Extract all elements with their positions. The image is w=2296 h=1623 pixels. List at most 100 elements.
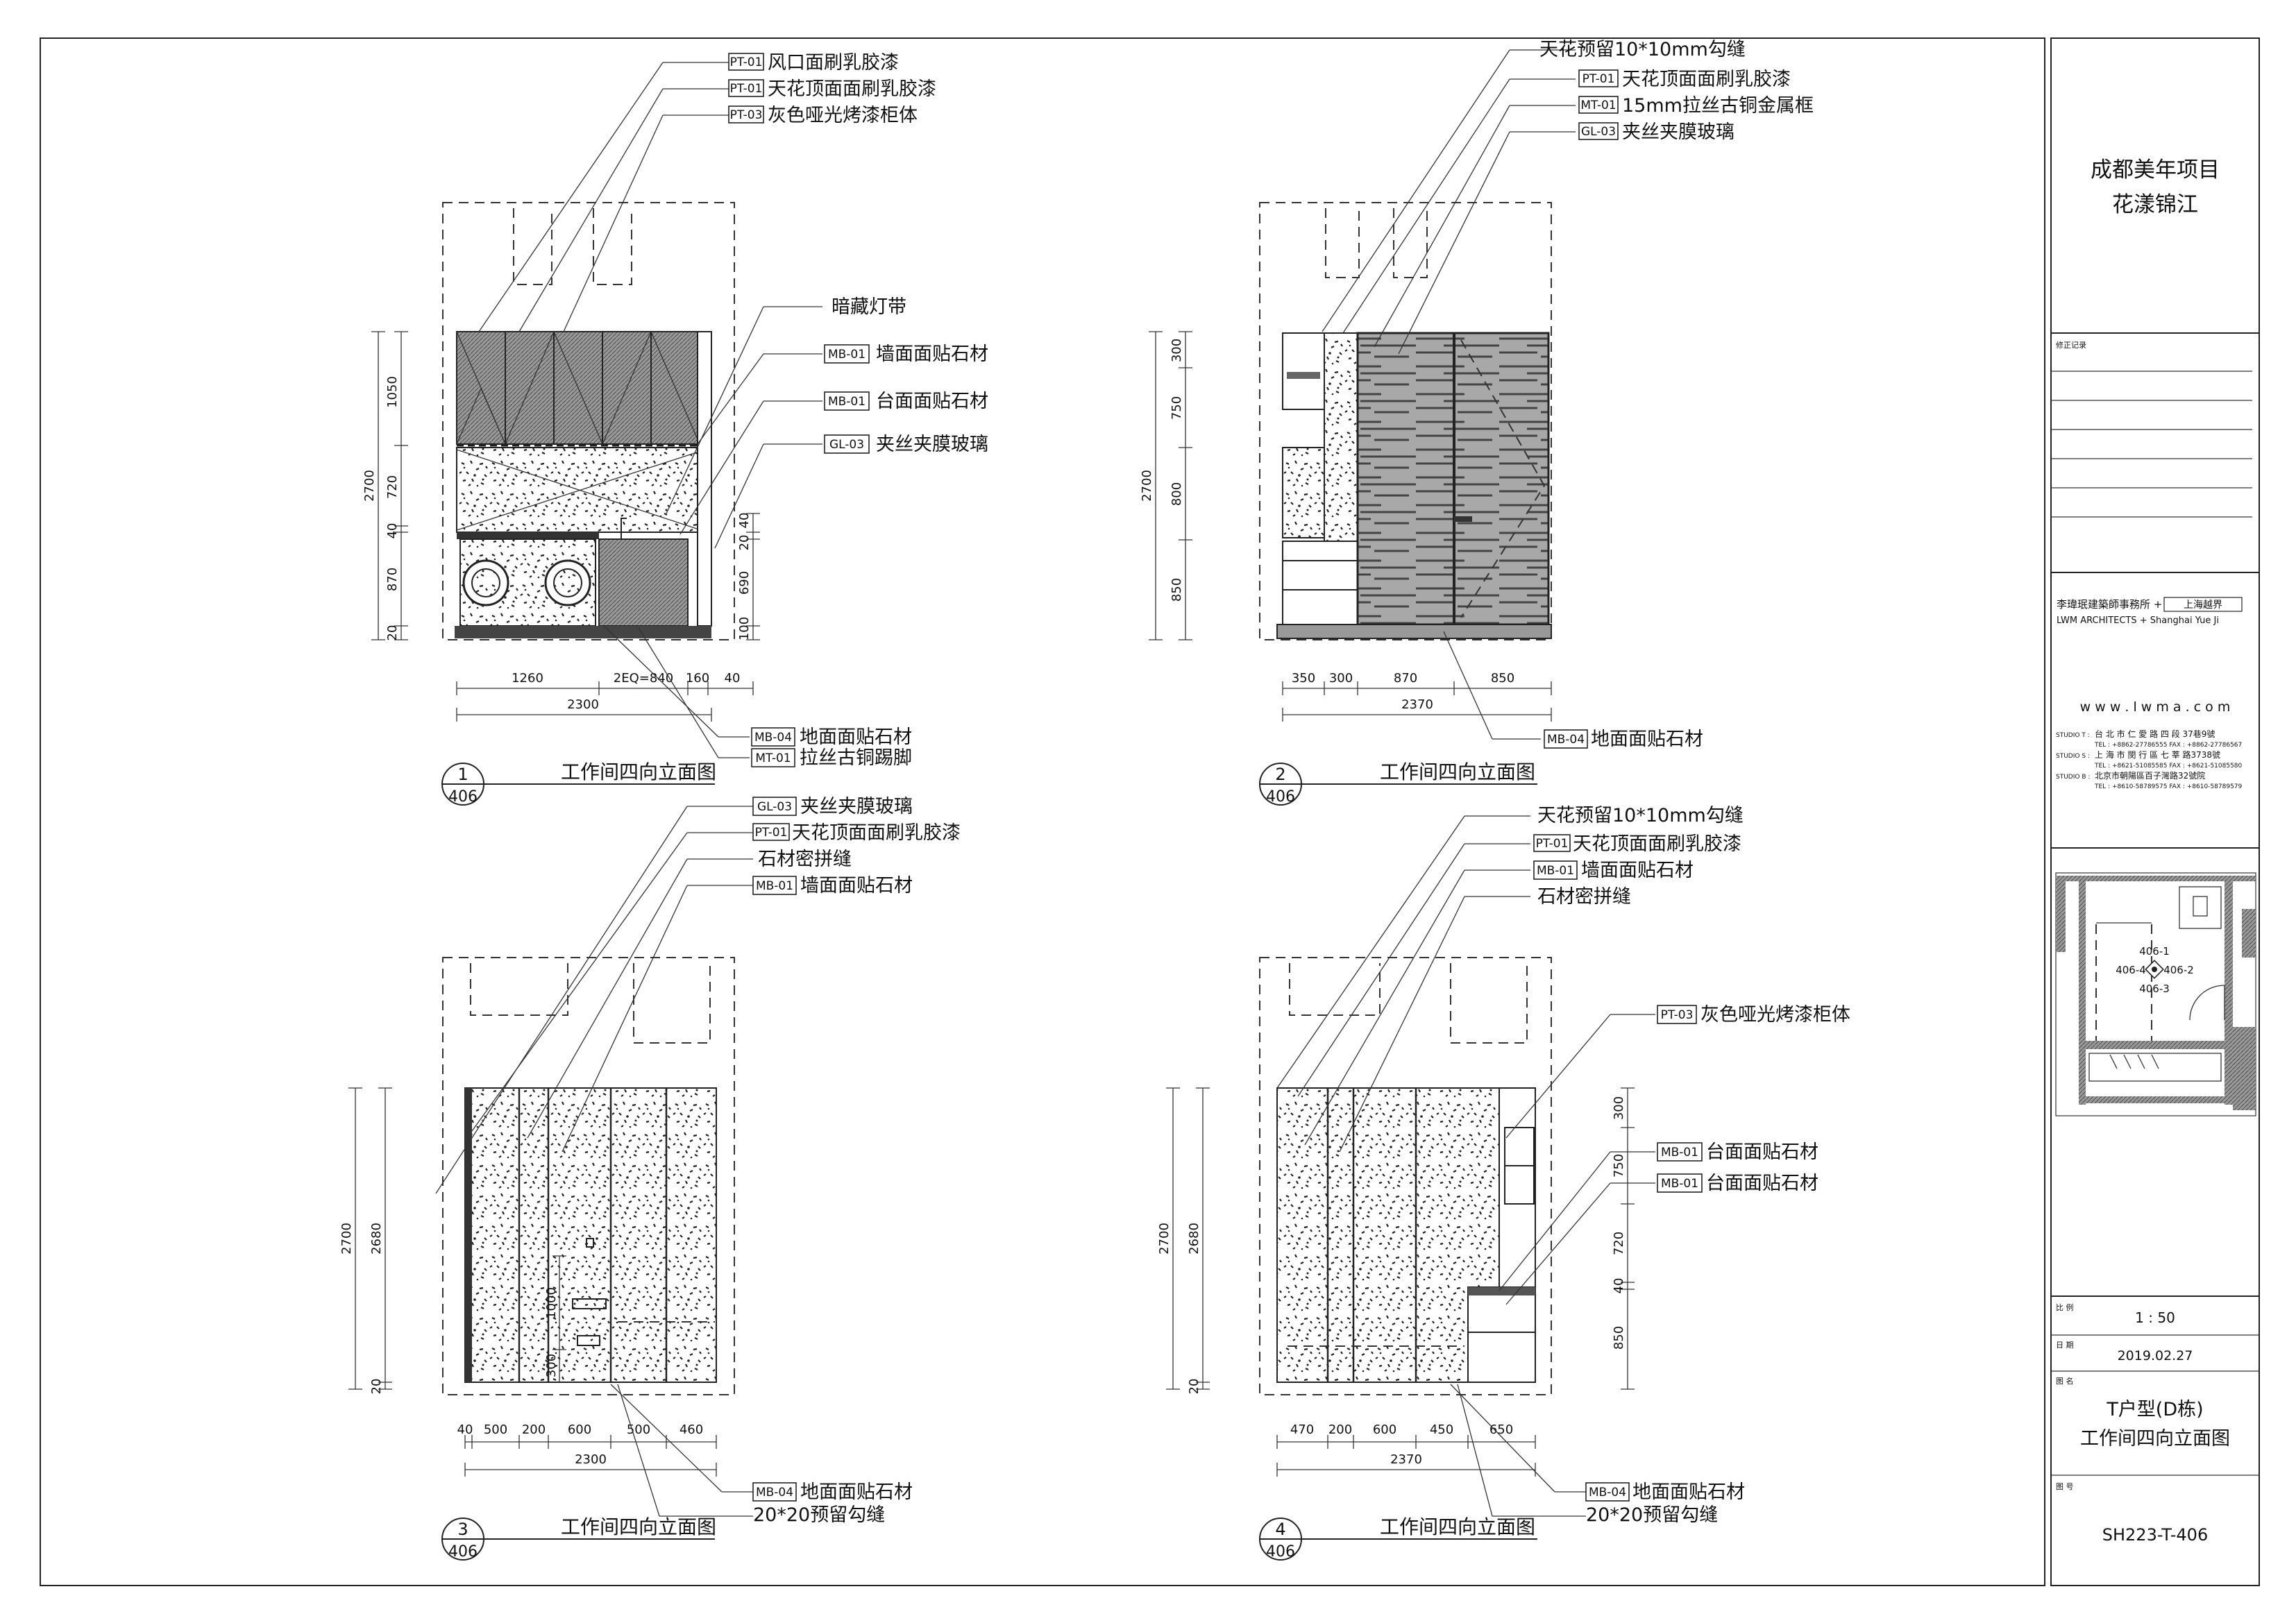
dimension-text: 850 [1170,578,1184,602]
view-label-1: 1 406 工作间四向立面图 [441,760,716,806]
view-number: 2 [1275,765,1285,784]
material-code: MB-01 [1661,1177,1698,1191]
view-label-4: 4 406 工作间四向立面图 [1259,1515,1537,1561]
material-code: MT-01 [1580,99,1616,112]
dimension-text: 2700 [362,470,377,502]
drawing-number: SH223-T-406 [2102,1525,2208,1545]
material-code: MB-01 [1537,864,1574,878]
dimension-text: 720 [1612,1232,1626,1255]
title-block-border [2050,37,2260,1586]
material-note: 地面面贴石材 [1632,1481,1745,1503]
dimension-text: 1000 [544,1287,559,1319]
firm-website: w w w . l w m a . c o m [2080,699,2231,715]
material-note: 石材密拼缝 [758,849,852,870]
drawing-title-label: 图 名 [2056,1376,2074,1386]
material-code: PT-01 [730,82,763,96]
material-code: GL-03 [757,800,792,814]
dimension-text: 720 [385,475,400,499]
studio-contact: TEL : +8621-51085585 FAX : +8621-5108558… [2094,763,2243,770]
material-note: 墙面面贴石材 [876,343,988,365]
dimension-text: 2300 [575,1452,607,1467]
material-code: GL-03 [829,438,864,452]
material-note: 风口面刷乳胶漆 [768,52,899,74]
material-code: MB-01 [828,395,866,409]
dimension-text: 40 [1612,1278,1626,1294]
project-name: 成都美年项目 [2091,158,2220,182]
dimension-text: 2300 [567,697,599,712]
dimension-text: 20 [369,1379,384,1395]
dimension-text: 160 [686,671,709,686]
leader-lines [1276,815,1655,1517]
material-note: 天花顶面面刷乳胶漆 [792,822,961,844]
revision-lines [2051,371,2252,518]
view-title: 工作间四向立面图 [561,760,716,783]
view-number: 3 [457,1520,468,1539]
dimension-text: 600 [1373,1422,1396,1437]
partner-tag-box [2163,597,2243,612]
material-note: 地面面贴石材 [1591,729,1703,750]
elevation-view-4: 2700 2680 20 300 750 720 40 850 470 200 … [1157,805,1850,1561]
date-value: 2019.02.27 [2118,1348,2193,1363]
material-tags: GL-03 夹丝夹膜玻璃 PT-01 天花顶面面刷乳胶漆 石材密拼缝 MB-01… [752,796,961,1526]
dimension-text: 450 [1430,1422,1453,1437]
material-note: 天花顶面面刷乳胶漆 [1573,833,1741,855]
material-note: 20*20预留勾缝 [1586,1504,1718,1526]
material-note: 暗藏灯带 [832,296,906,318]
dimension-text: 750 [1170,396,1184,420]
studio-contact: TEL : +8862-27786555 FAX : +8862-2778656… [2094,742,2242,749]
material-tags: PT-01 风口面刷乳胶漆 PT-01 天花顶面面刷乳胶漆 PT-03 灰色哑光… [728,52,988,769]
dimension-text: 200 [522,1422,546,1437]
elevation-view-2: 2700 300 750 800 850 350 300 870 850 237… [1140,39,1814,806]
project-subname: 花漾锦江 [2112,192,2198,217]
view-label-2: 2 406 工作间四向立面图 [1259,760,1537,806]
material-note: 地面面贴石材 [800,1481,913,1503]
material-code: MB-01 [1661,1146,1698,1159]
dimension-lines [1149,331,1552,722]
dimension-text: 350 [1292,671,1315,686]
studio-address: 台 北 市 仁 愛 路 四 段 37巷9號 [2095,729,2215,739]
studio-address: 上 海 市 閔 行 區 七 莘 路3738號 [2095,749,2220,760]
drawing-border [40,37,2045,1586]
material-code: PT-01 [1536,837,1569,851]
dimension-text: 870 [385,568,400,591]
material-note: 灰色哑光烤漆柜体 [768,105,918,126]
dimension-text: 40 [737,513,752,529]
dimension-text: 20 [1187,1379,1201,1395]
material-note: 夹丝夹膜玻璃 [876,434,988,455]
dimension-text: 300 [544,1354,559,1377]
material-note: 地面面贴石材 [800,726,912,748]
dimension-text: 800 [1170,482,1184,506]
dimension-text: 690 [737,571,752,595]
elevation-view-1: 2700 1050 720 40 870 20 40 20 690 100 12… [362,52,988,806]
leader-lines [1322,49,1576,740]
material-note: 墙面面贴石材 [1581,860,1694,881]
dimension-text: 2680 [369,1223,384,1255]
studio-address: 北京市朝陽區百子灣路32號院 [2095,770,2205,781]
material-code: MB-01 [828,348,866,362]
material-code: PT-01 [730,56,763,69]
material-code: MB-04 [1547,733,1585,747]
dimension-lines [348,1087,717,1477]
material-note: 台面面贴石材 [1706,1141,1818,1163]
dimension-lines [1166,1087,1635,1477]
leader-lines [435,806,753,1517]
key-plan-ref: 406-3 [2139,983,2170,995]
material-code: PT-01 [755,826,788,840]
dimension-text: 870 [1394,671,1417,686]
view-label-3: 3 406 工作间四向立面图 [441,1515,716,1561]
view-sheet: 406 [1266,788,1295,806]
dimension-text: 460 [679,1422,703,1437]
material-note: 拉丝古铜踢脚 [800,747,912,769]
studio-contact: TEL : +8610-58789575 FAX : +8610-5878957… [2094,783,2243,790]
dimension-text: 500 [484,1422,507,1437]
material-code: PT-03 [730,108,763,122]
material-note: 20*20预留勾缝 [753,1504,885,1526]
dimension-text: 20 [385,625,400,641]
material-note: 天花顶面面刷乳胶漆 [1622,69,1791,90]
material-code: MB-04 [754,731,792,745]
material-note: 墙面面贴石材 [800,875,913,897]
material-note: 天花顶面面刷乳胶漆 [768,78,936,100]
scale-label: 比 例 [2056,1302,2074,1312]
view-sheet: 406 [1266,1543,1295,1561]
material-note: 天花预留10*10mm勾缝 [1539,39,1746,60]
